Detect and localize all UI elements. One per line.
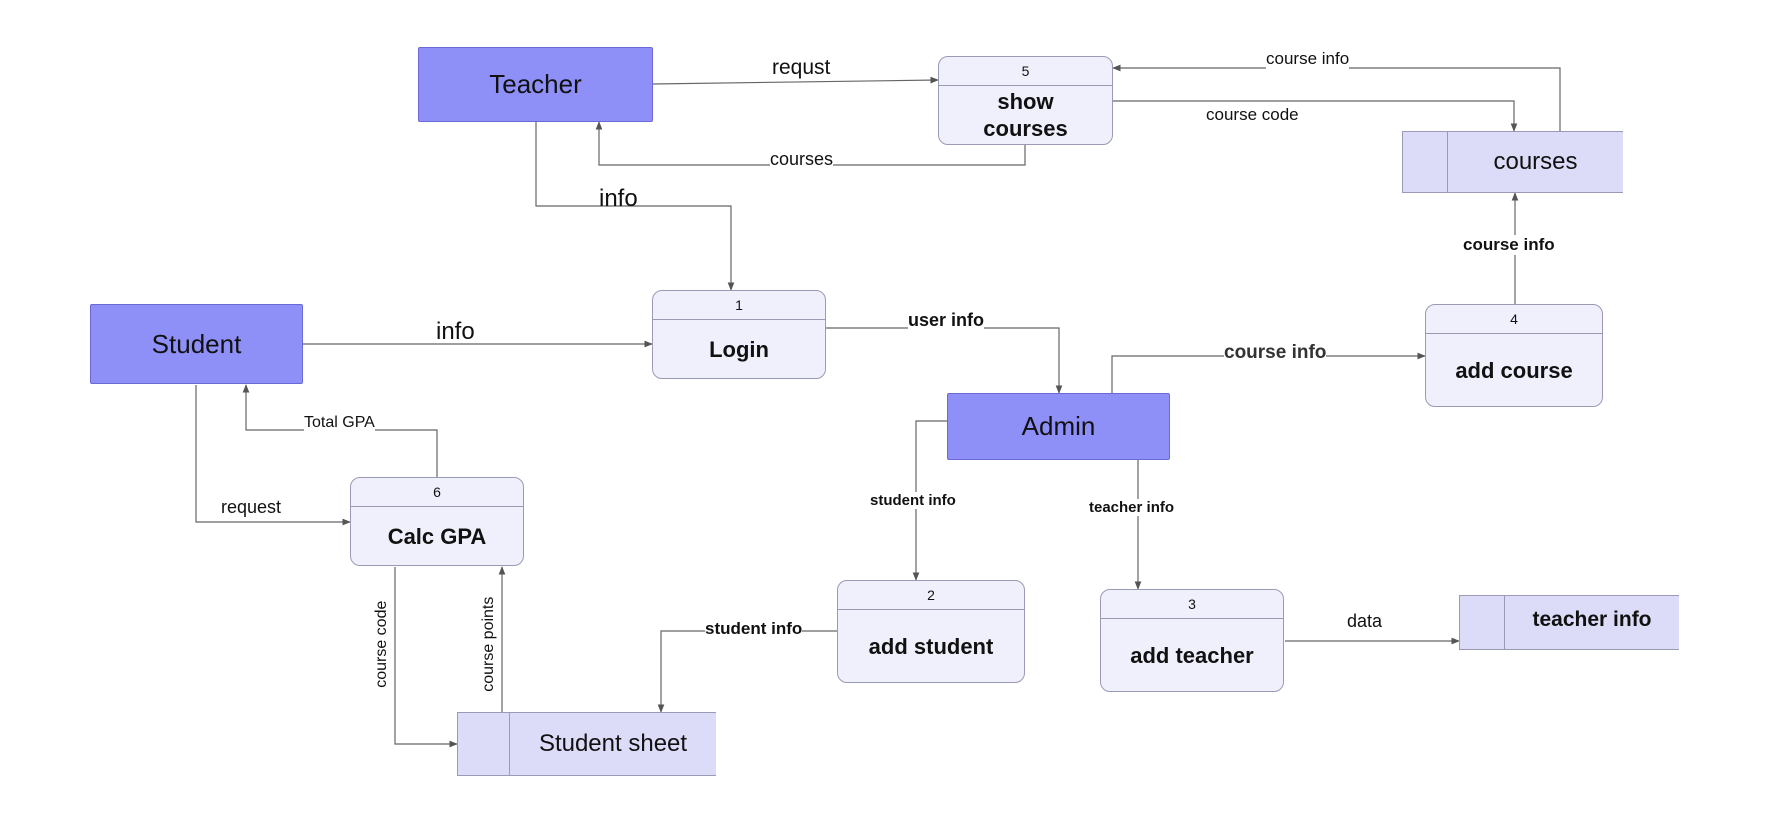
process-add-student[interactable]: 2 add student xyxy=(837,580,1025,683)
flow-label-total-gpa: Total GPA xyxy=(304,414,375,433)
process-calc-gpa[interactable]: 6 Calc GPA xyxy=(350,477,524,566)
process-add-teacher[interactable]: 3 add teacher xyxy=(1100,589,1284,692)
process-name: add teacher xyxy=(1130,642,1254,668)
flow-courses-to-show-courses xyxy=(1112,64,1561,131)
flow-student-to-calc-gpa xyxy=(195,385,351,526)
store-id-cell xyxy=(1460,596,1505,649)
flow-label-user-info: user info xyxy=(908,310,985,331)
entity-teacher[interactable]: Teacher xyxy=(418,47,653,122)
process-show-courses[interactable]: 5 show courses xyxy=(938,56,1113,145)
flow-label-courses-to-teacher: courses xyxy=(770,149,834,170)
process-number: 4 xyxy=(1426,305,1602,334)
flow-teacher-to-login xyxy=(535,122,735,291)
flow-admin-to-add-student xyxy=(912,420,947,581)
entity-admin[interactable]: Admin xyxy=(947,393,1170,460)
store-id-cell xyxy=(458,713,510,775)
store-name: courses xyxy=(1493,148,1578,175)
process-name: show courses xyxy=(983,89,1068,141)
store-courses[interactable]: courses xyxy=(1402,131,1623,193)
flow-label-course-points: course points xyxy=(479,592,499,697)
flow-show-courses-to-courses xyxy=(1113,100,1518,132)
store-teacher-info[interactable]: teacher info xyxy=(1459,595,1679,650)
process-number: 1 xyxy=(653,291,825,320)
process-number: 3 xyxy=(1101,590,1283,619)
flow-label-admin-teacher-info: teacher info xyxy=(1089,499,1175,517)
flow-label-admin-course-info: course info xyxy=(1224,342,1327,364)
flow-calc-gpa-to-sheet xyxy=(394,567,458,748)
entity-student[interactable]: Student xyxy=(90,304,303,384)
process-name: Calc GPA xyxy=(387,523,487,549)
flow-label-admin-student-info: student info xyxy=(870,492,956,510)
store-student-sheet[interactable]: Student sheet xyxy=(457,712,716,776)
process-login[interactable]: 1 Login xyxy=(652,290,826,379)
flow-label-course-code-gpa: course code xyxy=(372,592,392,697)
flow-label-course-info-top: course info xyxy=(1266,49,1350,69)
flow-login-to-admin xyxy=(826,327,1063,394)
flow-label-student-info: info xyxy=(436,318,475,345)
flow-label-add-course-info: course info xyxy=(1463,235,1555,255)
flow-label-teacher-data: data xyxy=(1347,611,1383,632)
store-name: teacher info xyxy=(1532,608,1652,631)
flow-label-student-request: request xyxy=(221,497,282,518)
store-id-cell xyxy=(1403,132,1448,192)
flow-label-add-student-info: student info xyxy=(705,619,803,639)
process-name: Login xyxy=(709,336,769,362)
process-add-course[interactable]: 4 add course xyxy=(1425,304,1603,407)
flow-label-teacher-request: requst xyxy=(772,56,831,81)
process-name: add student xyxy=(868,633,994,659)
process-number: 2 xyxy=(838,581,1024,610)
store-name: Student sheet xyxy=(538,730,688,757)
flow-add-student-to-sheet xyxy=(657,630,837,713)
flow-label-course-code-top: course code xyxy=(1206,105,1299,125)
flow-label-teacher-info: info xyxy=(599,185,638,212)
process-number: 6 xyxy=(351,478,523,507)
process-name: add course xyxy=(1455,357,1573,383)
process-number: 5 xyxy=(939,57,1112,86)
flow-teacher-to-show-courses xyxy=(651,76,939,85)
